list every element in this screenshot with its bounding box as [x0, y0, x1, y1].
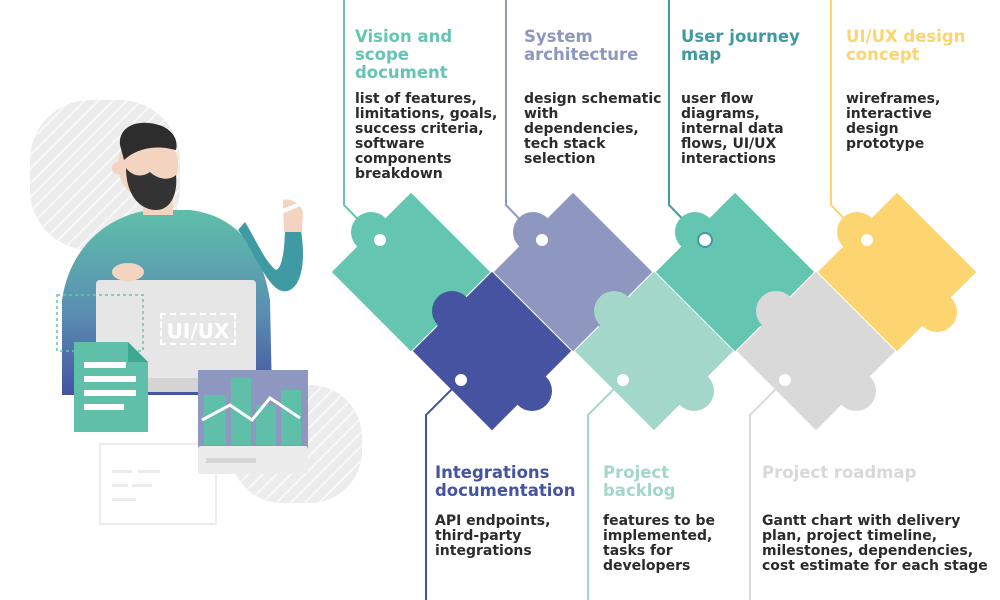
backlog-title: Project backlog	[603, 463, 676, 500]
journey-desc: user flow diagrams, internal data flows,…	[681, 91, 784, 167]
backlog-desc: features to be implemented, tasks for de…	[603, 513, 715, 574]
integrations-desc: API endpoints, third-party integrations	[435, 513, 551, 559]
vision-desc: list of features, limitations, goals, su…	[355, 91, 498, 182]
journey-title: User journey map	[681, 27, 800, 64]
design-title: UI/UX design concept	[846, 27, 966, 64]
architecture-desc: design schematic with dependencies, tech…	[524, 91, 662, 167]
person-illustration	[56, 122, 312, 525]
design-desc: wireframes, interactive design prototype	[846, 91, 941, 152]
integrations-title: Integrations documentation	[435, 463, 576, 500]
roadmap-desc: Gantt chart with delivery plan, project …	[762, 513, 988, 574]
screen-label: UI/UX	[160, 313, 236, 345]
puzzle-pieces	[331, 192, 977, 431]
architecture-title: System architecture	[524, 27, 639, 64]
vision-title: Vision and scope document	[355, 27, 453, 82]
bottom-connector-lines	[425, 384, 781, 600]
roadmap-title: Project roadmap	[762, 463, 917, 482]
connector-dots	[372, 232, 875, 388]
